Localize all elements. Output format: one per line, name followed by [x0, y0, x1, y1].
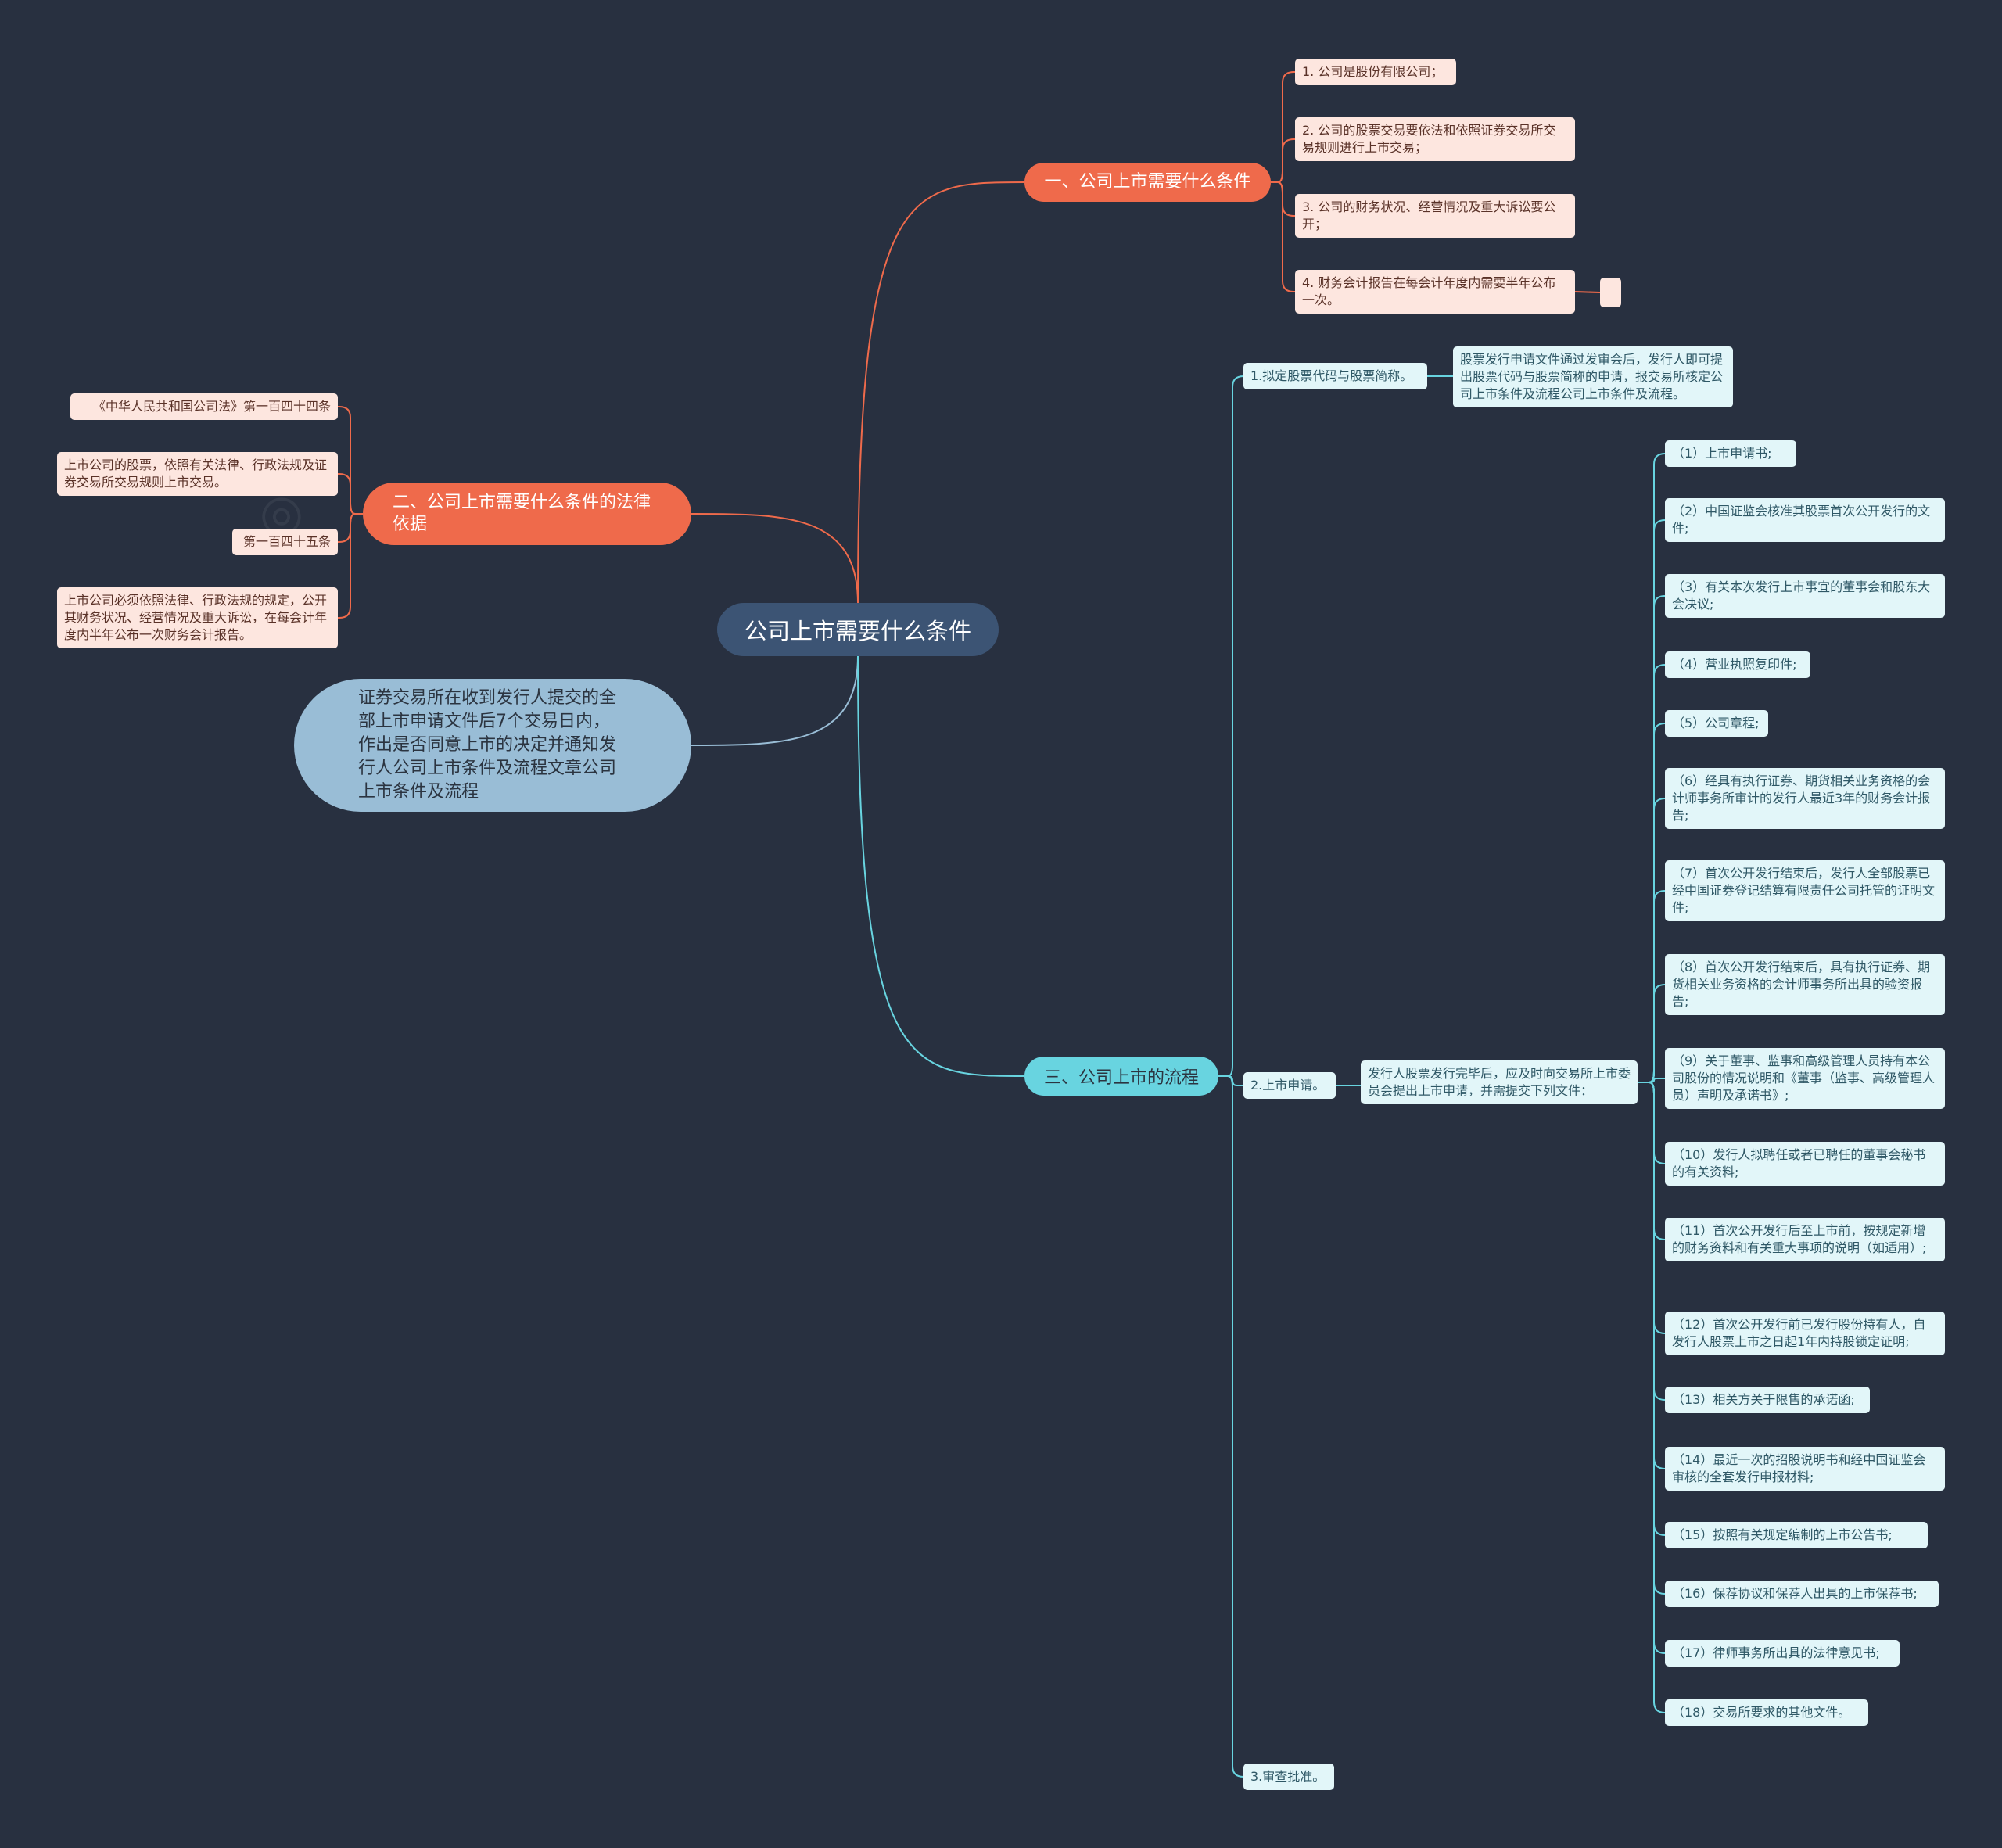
- link-doc-8: [1638, 984, 1666, 1083]
- branch-listing-process[interactable]: 三、公司上市的流程: [1024, 1057, 1218, 1096]
- link-doc-4: [1638, 664, 1666, 1083]
- link-doc-14: [1638, 1082, 1666, 1469]
- link-doc-7: [1638, 890, 1666, 1083]
- link-doc-18: [1638, 1082, 1666, 1713]
- legal-item-2[interactable]: 上市公司的股票，依照有关法律、行政法规及证券交易所交易规则上市交易。: [57, 452, 338, 496]
- link-doc-6: [1638, 798, 1666, 1083]
- step-1-detail[interactable]: 股票发行申请文件通过发审会后，发行人即可提出股票代码与股票简称的申请，报交易所核…: [1453, 346, 1733, 407]
- link-branch4-step-1: [1218, 375, 1244, 1077]
- legal-item-1[interactable]: 《中华人民共和国公司法》第一百四十四条: [70, 393, 338, 420]
- required-document-6[interactable]: （6）经具有执行证券、期货相关业务资格的会计师事务所审计的发行人最近3年的财务会…: [1665, 768, 1945, 829]
- legal-item-4[interactable]: 上市公司必须依照法律、行政法规的规定，公开其财务状况、经营情况及重大诉讼，在每会…: [57, 587, 338, 648]
- condition-item-3[interactable]: 3. 公司的财务状况、经营情况及重大诉讼要公开；: [1295, 194, 1575, 238]
- link-root-branch3: [691, 655, 859, 746]
- empty-note-box[interactable]: [1600, 278, 1621, 307]
- required-document-12[interactable]: （12）首次公开发行前已发行股份持有人，自发行人股票上市之日起1年内持股锁定证明…: [1665, 1312, 1945, 1355]
- required-document-2[interactable]: （2）中国证监会核准其股票首次公开发行的文件;: [1665, 498, 1945, 542]
- step-1-stock-code[interactable]: 1.拟定股票代码与股票简称。: [1243, 363, 1427, 389]
- link-branch1-item-4: [1271, 181, 1295, 292]
- link-branch1-item-2: [1271, 138, 1295, 183]
- required-document-16[interactable]: （16）保荐协议和保荐人出具的上市保荐书;: [1665, 1581, 1939, 1607]
- required-document-15[interactable]: （15）按照有关规定编制的上市公告书;: [1665, 1522, 1928, 1548]
- required-document-14[interactable]: （14）最近一次的招股说明书和经中国证监会审核的全套发行申报材料;: [1665, 1447, 1945, 1491]
- link-branch2-item-2: [338, 473, 363, 515]
- link-doc-11: [1638, 1082, 1666, 1240]
- required-document-18[interactable]: （18）交易所要求的其他文件。: [1665, 1699, 1868, 1726]
- condition-item-1[interactable]: 1. 公司是股份有限公司；: [1295, 59, 1456, 85]
- branch-legal-basis[interactable]: 二、公司上市需要什么条件的法律依据: [363, 483, 691, 545]
- condition-item-4[interactable]: 4. 财务会计报告在每会计年度内需要半年公布一次。: [1295, 270, 1575, 314]
- required-document-9[interactable]: （9）关于董事、监事和高级管理人员持有本公司股份的情况说明和《董事（监事、高级管…: [1665, 1048, 1945, 1109]
- link-doc-10: [1638, 1082, 1666, 1164]
- link-doc-15: [1638, 1082, 1666, 1536]
- link-doc-13: [1638, 1082, 1666, 1401]
- required-document-11[interactable]: （11）首次公开发行后至上市前，按规定新增的财务资料和有关重大事项的说明（如适用…: [1665, 1218, 1945, 1261]
- required-document-17[interactable]: （17）律师事务所出具的法律意见书;: [1665, 1640, 1900, 1667]
- link-root-branch2: [691, 513, 859, 604]
- step-2-detail[interactable]: 发行人股票发行完毕后，应及时向交易所上市委员会提出上市申请，并需提交下列文件：: [1361, 1060, 1638, 1104]
- branch-exchange-decision[interactable]: 证券交易所在收到发行人提交的全部上市申请文件后7个交易日内，作出是否同意上市的决…: [294, 679, 691, 812]
- step-3-review-approval[interactable]: 3.审查批准。: [1243, 1764, 1334, 1790]
- condition-item-2[interactable]: 2. 公司的股票交易要依法和依照证券交易所交易规则进行上市交易；: [1295, 117, 1575, 161]
- link-doc-5: [1638, 723, 1666, 1083]
- step-2-listing-application[interactable]: 2.上市申请。: [1243, 1072, 1336, 1099]
- required-document-7[interactable]: （7）首次公开发行结束后，发行人全部股票已经中国证券登记结算有限责任公司托管的证…: [1665, 860, 1945, 921]
- required-document-1[interactable]: （1）上市申请书;: [1665, 440, 1796, 467]
- link-root-branch4: [857, 655, 1025, 1077]
- root-node[interactable]: 公司上市需要什么条件: [717, 603, 999, 656]
- link-doc-17: [1638, 1082, 1666, 1654]
- link-doc-3: [1638, 595, 1666, 1083]
- required-document-4[interactable]: （4）营业执照复印件;: [1665, 651, 1810, 678]
- required-document-5[interactable]: （5）公司章程;: [1665, 710, 1768, 737]
- required-document-3[interactable]: （3）有关本次发行上市事宜的董事会和股东大会决议;: [1665, 574, 1945, 618]
- link-doc-2: [1638, 519, 1666, 1083]
- legal-item-3[interactable]: 第一百四十五条: [232, 529, 338, 555]
- link-doc-12: [1638, 1082, 1666, 1334]
- required-document-13[interactable]: （13）相关方关于限售的承诺函;: [1665, 1387, 1870, 1413]
- link-root-branch1: [857, 181, 1025, 604]
- link-doc-1: [1638, 453, 1666, 1083]
- link-doc-16: [1638, 1082, 1666, 1595]
- link-branch4-step-3: [1218, 1075, 1244, 1778]
- required-document-10[interactable]: （10）发行人拟聘任或者已聘任的董事会秘书的有关资料;: [1665, 1142, 1945, 1186]
- branch-listing-conditions[interactable]: 一、公司上市需要什么条件: [1024, 163, 1271, 202]
- required-document-8[interactable]: （8）首次公开发行结束后，具有执行证券、期货相关业务资格的会计师事务所出具的验资…: [1665, 954, 1945, 1015]
- link-branch2-item-4: [338, 513, 363, 619]
